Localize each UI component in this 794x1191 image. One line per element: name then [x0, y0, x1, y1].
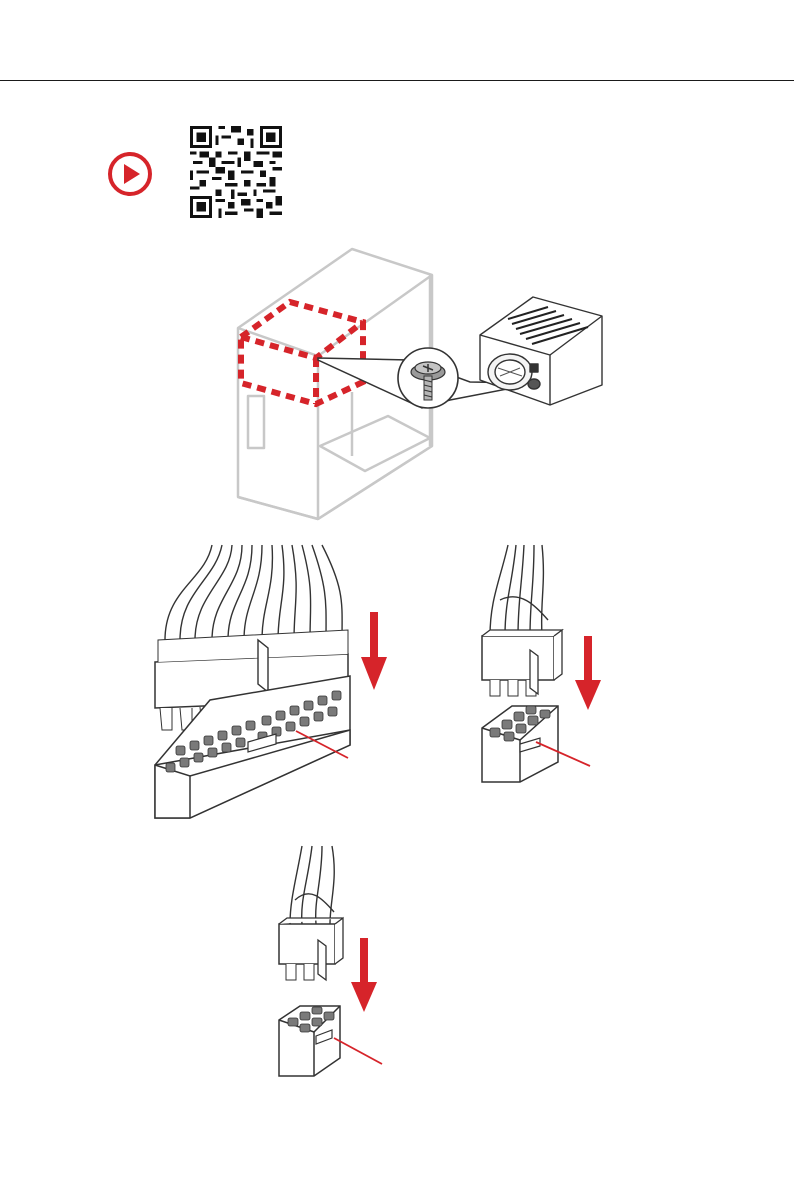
arrow-down-icon	[575, 636, 601, 710]
connect-8pin-cpu	[482, 545, 601, 782]
connect-6pin-pcie	[279, 846, 382, 1076]
arrow-down-icon	[361, 612, 387, 690]
arrow-down-icon	[351, 938, 377, 1012]
